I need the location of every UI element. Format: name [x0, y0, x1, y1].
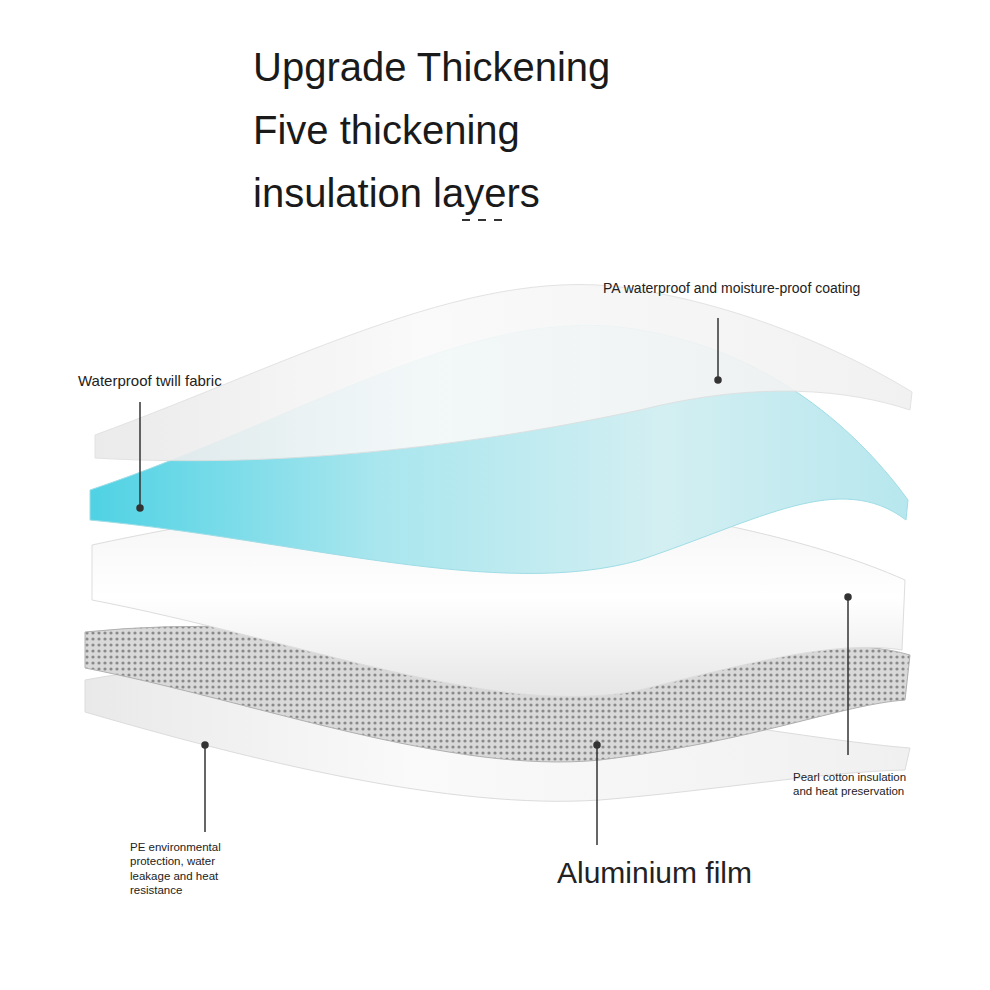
- layer-label: PE environmental protection, water leaka…: [130, 840, 248, 898]
- layer-label: PA waterproof and moisture-proof coating: [603, 280, 963, 298]
- layer-label: Waterproof twill fabric: [78, 372, 318, 391]
- layer-label: Aluminium film: [557, 854, 857, 892]
- heading: Upgrade Thickening Five thickening insul…: [253, 36, 693, 225]
- layer-label: Pearl cotton insulation and heat preserv…: [793, 770, 923, 799]
